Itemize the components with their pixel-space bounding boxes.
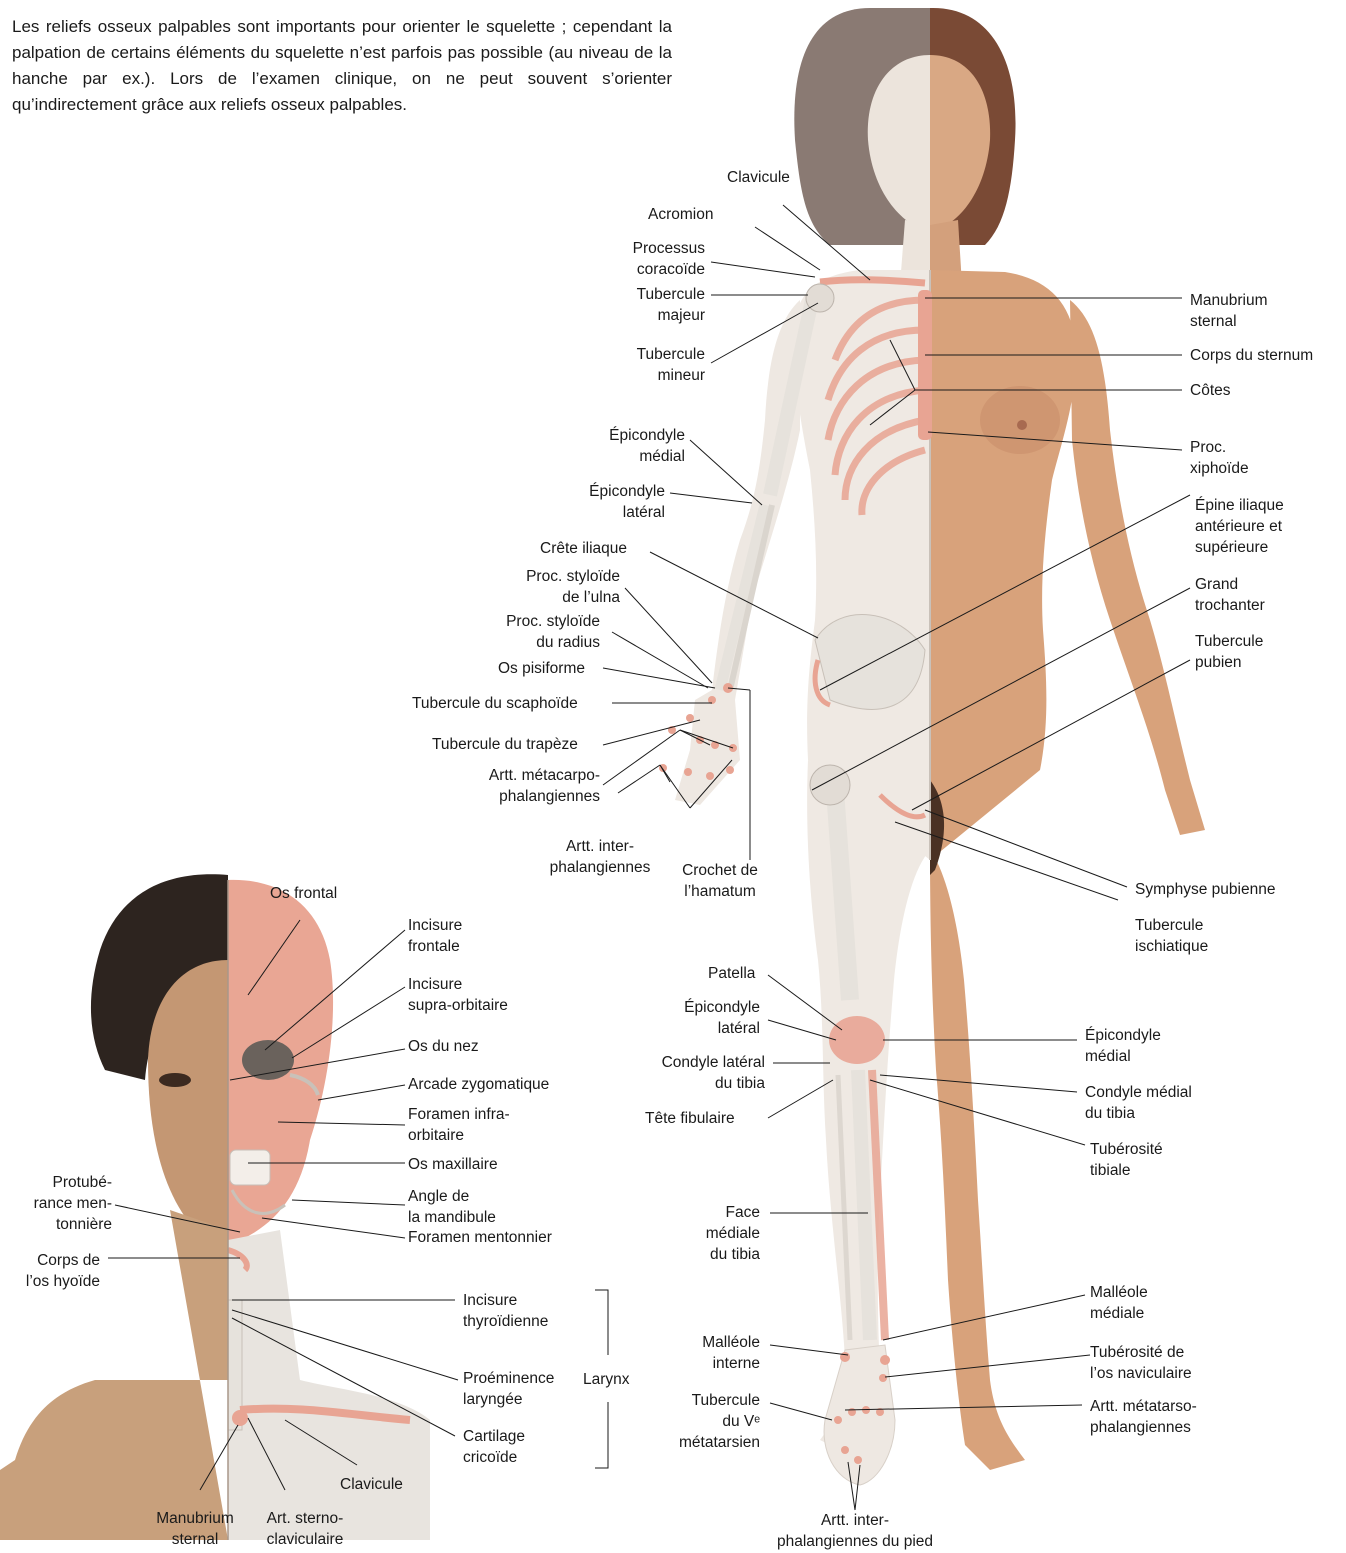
label-manubrium-sternal-head: Manubrium sternal <box>140 1508 250 1550</box>
label-tubercule-mineur: Tubercule mineur <box>600 344 705 386</box>
label-proc-xiphoide: Proc. xiphoïde <box>1190 437 1249 479</box>
label-angle-mandibule: Angle de la mandibule <box>408 1186 496 1228</box>
label-cartilage-cricoide: Cartilage cricoïde <box>463 1426 525 1468</box>
label-face-mediale-tibia: Face médiale du tibia <box>680 1202 760 1265</box>
label-malleole-interne: Malléole interne <box>660 1332 760 1374</box>
label-os-maxillaire: Os maxillaire <box>408 1154 498 1175</box>
label-incisure-supra-orbitaire: Incisure supra-orbitaire <box>408 974 508 1016</box>
label-corps-os-hyoide: Corps de l’os hyoïde <box>0 1250 100 1292</box>
label-tete-fibulaire: Tête fibulaire <box>645 1108 735 1129</box>
label-cotes: Côtes <box>1190 380 1231 401</box>
label-larynx: Larynx <box>583 1369 630 1390</box>
label-tubercule-scaphoide: Tubercule du scaphoïde <box>412 693 578 714</box>
label-crochet-hamatum: Crochet de l’hamatum <box>660 860 780 902</box>
label-incisure-frontale: Incisure frontale <box>408 915 462 957</box>
label-tuberosite-tibiale: Tubérosité tibiale <box>1090 1139 1163 1181</box>
label-styloide-ulna: Proc. styloïde de l’ulna <box>480 566 620 608</box>
label-tubercule-pubien: Tubercule pubien <box>1195 631 1263 673</box>
label-foramen-mentonnier: Foramen mentonnier <box>408 1227 552 1248</box>
label-incisure-thyroidienne: Incisure thyroïdienne <box>463 1290 548 1332</box>
label-os-frontal: Os frontal <box>270 883 337 904</box>
label-epicondyle-lateral-genou: Épicondyle latéral <box>640 997 760 1039</box>
label-artt-inter-pied: Artt. inter- phalangiennes du pied <box>750 1510 960 1552</box>
label-corps-sternum: Corps du sternum <box>1190 345 1313 366</box>
label-arcade-zygomatique: Arcade zygomatique <box>408 1074 549 1095</box>
label-tubercule-majeur: Tubercule majeur <box>600 284 705 326</box>
label-epicondyle-medial: Épicondyle médial <box>560 425 685 467</box>
label-epicondyle-lateral: Épicondyle latéral <box>540 481 665 523</box>
label-os-du-nez: Os du nez <box>408 1036 479 1057</box>
label-acromion: Acromion <box>648 204 713 225</box>
label-styloide-radius: Proc. styloïde du radius <box>460 611 600 653</box>
label-tubercule-5e-metatarsien: Tubercule du Vᵉ métatarsien <box>660 1390 760 1453</box>
label-clavicule: Clavicule <box>727 167 790 188</box>
label-clavicule-head: Clavicule <box>340 1474 403 1495</box>
label-proeminence-laryngee: Proéminence laryngée <box>463 1368 554 1410</box>
label-artt-inter-main: Artt. inter- phalangiennes <box>535 836 665 878</box>
label-protuberance-mentonniere: Protubé- rance men- tonnière <box>0 1172 112 1235</box>
label-condyle-medial-tibia: Condyle médial du tibia <box>1085 1082 1192 1124</box>
label-grand-trochanter: Grand trochanter <box>1195 574 1265 616</box>
label-artt-metacarpo: Artt. métacarpo- phalangiennes <box>440 765 600 807</box>
label-foramen-infra-orbitaire: Foramen infra- orbitaire <box>408 1104 510 1146</box>
label-epine-iliaque: Épine iliaque antérieure et supérieure <box>1195 495 1284 558</box>
label-artt-metatarso: Artt. métatarso- phalangiennes <box>1090 1396 1197 1438</box>
label-os-pisiforme: Os pisiforme <box>498 658 585 679</box>
label-symphyse-pubienne: Symphyse pubienne <box>1135 879 1275 900</box>
label-processus-coracoide: Processus coracoïde <box>600 238 705 280</box>
label-patella: Patella <box>708 963 755 984</box>
label-crete-iliaque: Crête iliaque <box>540 538 627 559</box>
label-art-sterno-claviculaire: Art. sterno- claviculaire <box>245 1508 365 1550</box>
label-epicondyle-medial-genou: Épicondyle médial <box>1085 1025 1161 1067</box>
label-tubercule-ischiatique: Tubercule ischiatique <box>1135 915 1208 957</box>
label-tubercule-trapeze: Tubercule du trapèze <box>432 734 578 755</box>
label-condyle-lateral-tibia: Condyle latéral du tibia <box>620 1052 765 1094</box>
label-malleole-mediale: Malléole médiale <box>1090 1282 1148 1324</box>
label-manubrium-sternal: Manubrium sternal <box>1190 290 1268 332</box>
label-tuberosite-naviculaire: Tubérosité de l’os naviculaire <box>1090 1342 1192 1384</box>
